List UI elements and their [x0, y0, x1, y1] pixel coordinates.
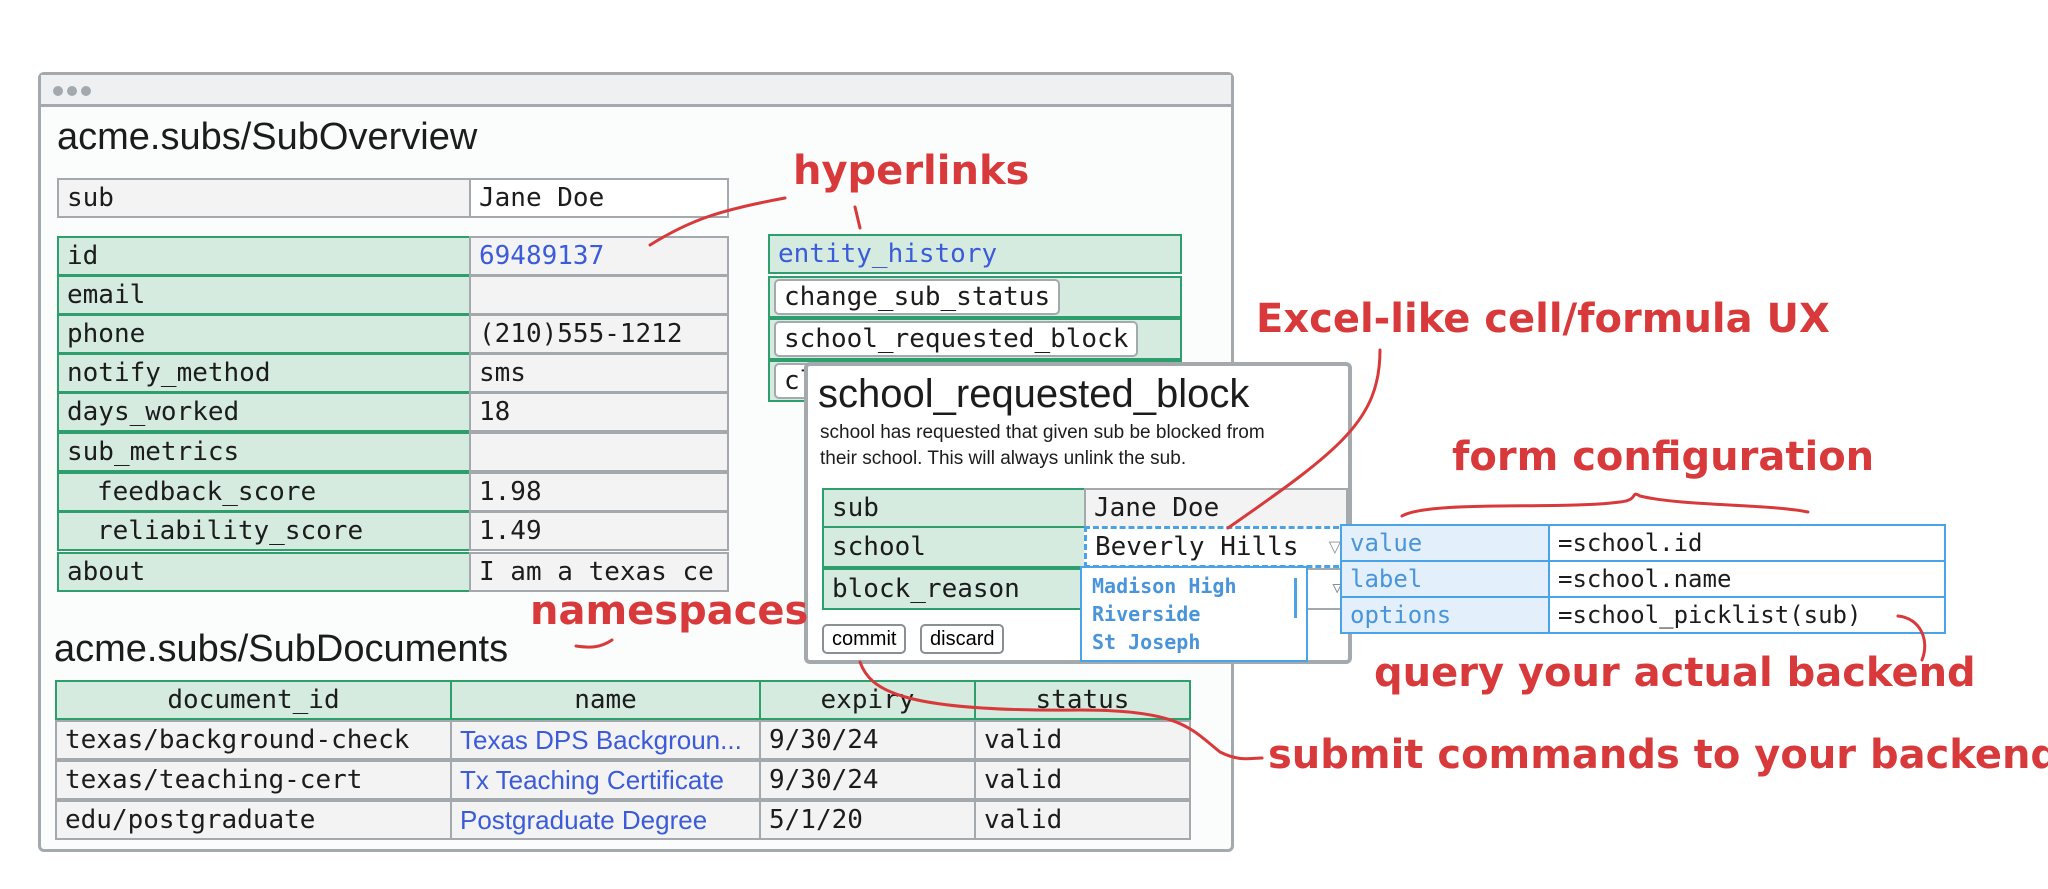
annotation-submit-commands: submit commands to your backend [1268, 732, 2048, 778]
form-config-key-value: value [1340, 524, 1550, 562]
window-dot-icon[interactable] [81, 86, 91, 96]
doc-cell-status: valid [974, 720, 1191, 760]
field-key-sub-metrics: sub_metrics [57, 432, 471, 472]
dropdown-option[interactable]: Riverside [1092, 602, 1201, 626]
chevron-down-icon[interactable]: ▽ [1332, 578, 1342, 597]
documents-title: acme.subs/SubDocuments [54, 628, 509, 670]
field-value-reliability-score[interactable]: 1.49 [469, 511, 729, 551]
annotation-form-configuration: form configuration [1452, 434, 1875, 480]
doc-cell-expiry: 9/30/24 [759, 760, 976, 800]
school-select[interactable]: Beverly Hills ▽ [1084, 526, 1348, 568]
form-config-formula-value[interactable]: =school.id [1548, 524, 1946, 562]
doc-cell-expiry: 9/30/24 [759, 720, 976, 760]
commit-button[interactable]: commit [822, 624, 907, 654]
dropdown-scrollbar[interactable] [1294, 578, 1297, 618]
form-config-formula-label[interactable]: =school.name [1548, 560, 1946, 598]
brace-form-configuration [1400, 492, 1810, 518]
school-select-value: Beverly Hills [1095, 532, 1299, 562]
annotation-query-backend: query your actual backend [1374, 650, 1976, 696]
doc-cell-document-id: edu/postgraduate [55, 800, 452, 840]
overview-title: acme.subs/SubOverview [57, 116, 478, 158]
field-value-days-worked[interactable]: 18 [469, 392, 729, 432]
arrow-excel-to-school [1226, 348, 1382, 530]
field-key-reliability-score: reliability_score [57, 511, 471, 551]
chevron-down-icon[interactable]: ▽ [1328, 537, 1341, 556]
form-config-formula-options[interactable]: =school_picklist(sub) [1548, 596, 1946, 634]
doc-cell-document-id: texas/background-check [55, 720, 452, 760]
field-value-sub-metrics[interactable] [469, 432, 729, 472]
sub-label: sub [57, 178, 471, 218]
doc-cell-name-link[interactable]: Tx Teaching Certificate [450, 760, 761, 800]
school-requested-block-row: school_requested_block [768, 318, 1182, 360]
dialog-title: school_requested_block [818, 372, 1250, 416]
doc-header-expiry: expiry [759, 680, 976, 720]
annotation-hyperlinks: hyperlinks [793, 148, 1030, 194]
doc-header-document-id: document_id [55, 680, 452, 720]
change-sub-status-row: change_sub_status [768, 276, 1182, 318]
dialog-description-line2: their school. This will always unlink th… [820, 448, 1187, 469]
field-value-about[interactable]: I am a texas ce [469, 552, 729, 592]
dropdown-option[interactable]: St Joseph [1092, 630, 1201, 654]
form-config-key-label: label [1340, 560, 1550, 598]
arrow-submit-commands [858, 660, 1264, 761]
window-titlebar [41, 75, 1231, 107]
doc-cell-status: valid [974, 760, 1191, 800]
doc-cell-status: valid [974, 800, 1191, 840]
arrow-hyperlinks-to-id [648, 196, 787, 247]
window-dot-icon[interactable] [67, 86, 77, 96]
arrow-namespaces [574, 638, 614, 649]
dialog-description-line1: school has requested that given sub be b… [820, 422, 1265, 443]
discard-button[interactable]: discard [920, 624, 1005, 654]
school-dropdown-list: Madison High Riverside St Joseph [1080, 566, 1308, 662]
window-dot-icon[interactable] [53, 86, 63, 96]
dialog-field-value-sub: Jane Doe [1084, 488, 1348, 528]
annotation-excel: Excel-like cell/formula UX [1256, 296, 1830, 342]
change-sub-status-button[interactable]: change_sub_status [774, 279, 1061, 315]
field-key-about: about [57, 552, 471, 592]
field-key-days-worked: days_worked [57, 392, 471, 432]
sub-value[interactable]: Jane Doe [469, 178, 729, 218]
doc-header-name: name [450, 680, 761, 720]
arrow-query-backend [1896, 614, 1927, 662]
dialog-field-key-school: school [822, 526, 1086, 568]
doc-cell-name-link[interactable]: Postgraduate Degree [450, 800, 761, 840]
doc-cell-name-link[interactable]: Texas DPS Backgroun... [450, 720, 761, 760]
dropdown-option[interactable]: Madison High [1092, 574, 1237, 598]
entity-history-link[interactable]: entity_history [768, 234, 1182, 274]
dialog-field-key-block-reason: block_reason [822, 568, 1086, 610]
arrow-hyperlinks-to-entity-history [853, 205, 862, 230]
annotation-namespaces: namespaces [530, 588, 809, 634]
form-config-key-options: options [1340, 596, 1550, 634]
doc-cell-expiry: 5/1/20 [759, 800, 976, 840]
school-requested-block-button[interactable]: school_requested_block [774, 321, 1139, 357]
